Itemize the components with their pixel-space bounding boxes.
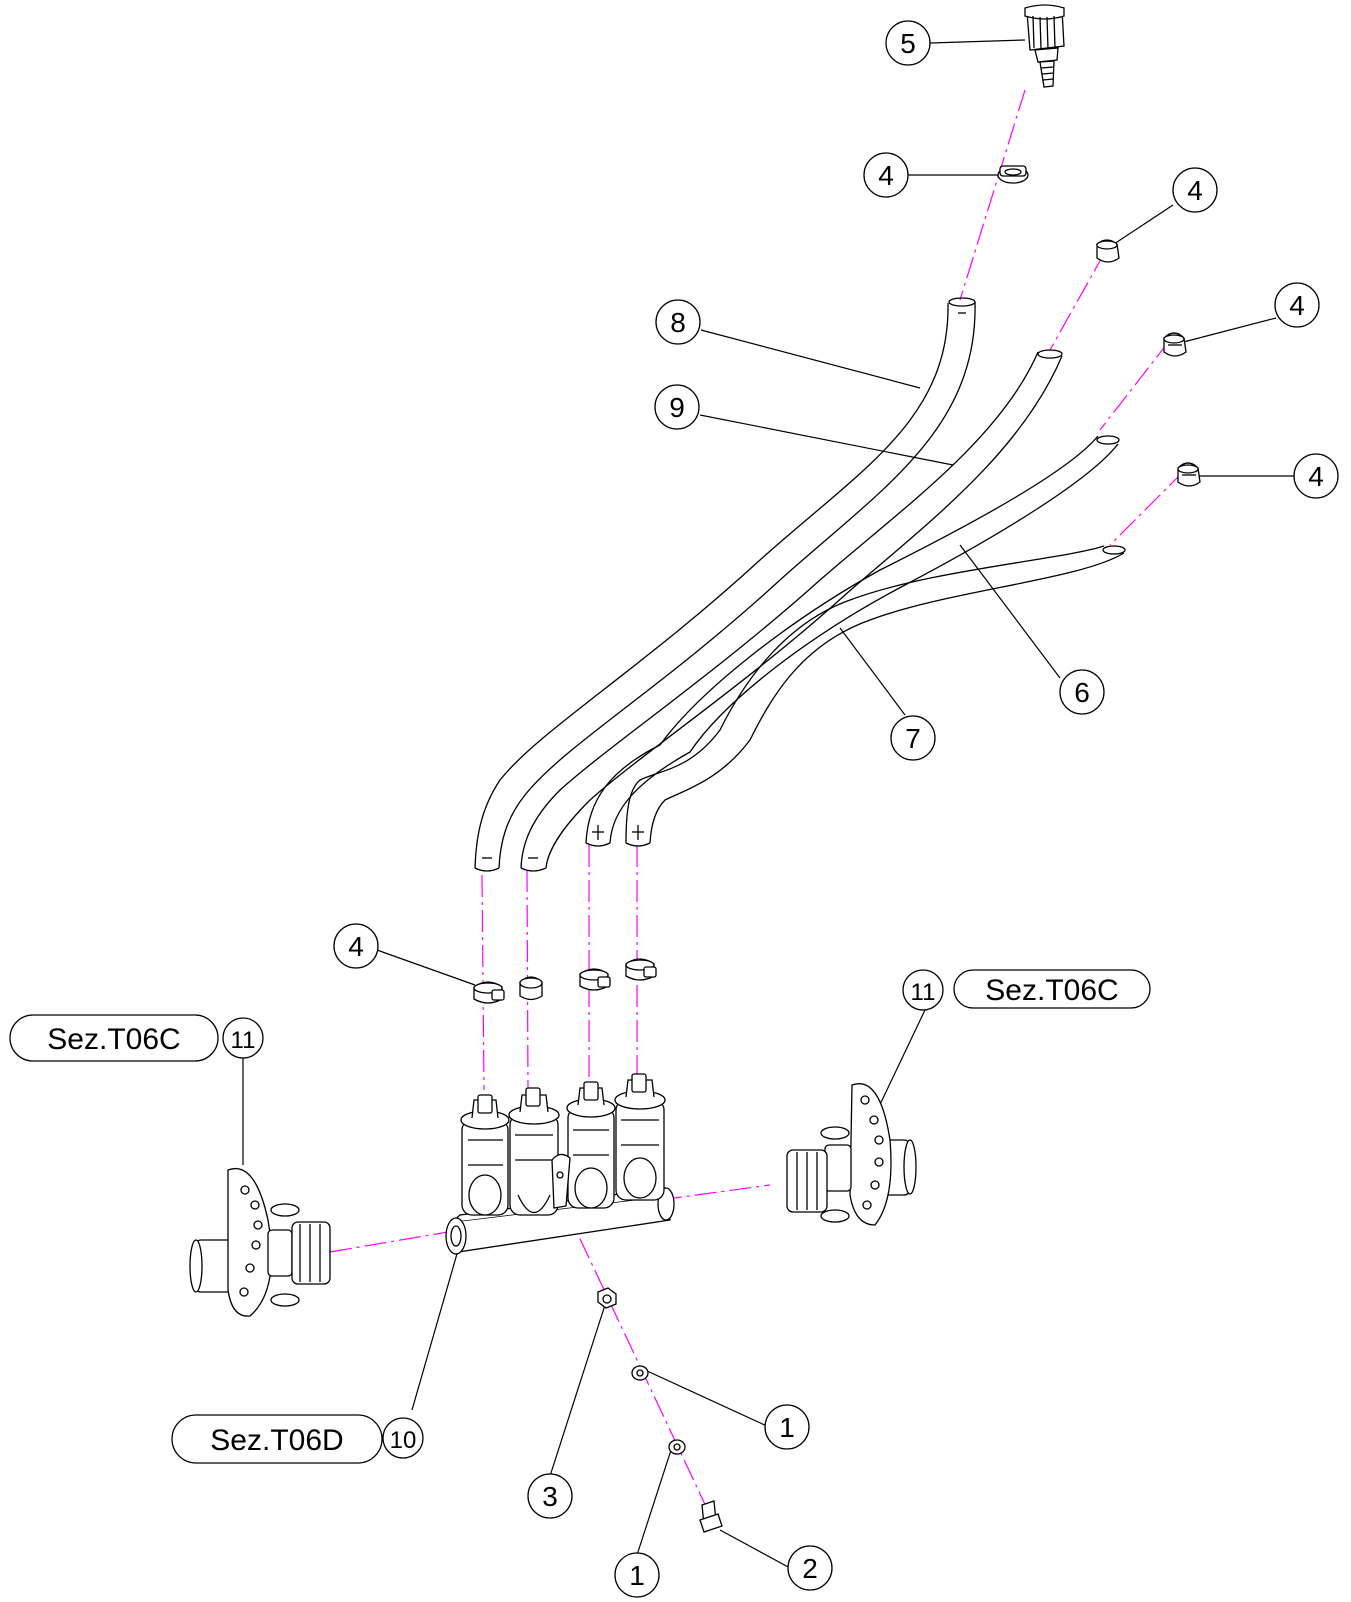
balloon-9-hose: 9 — [654, 384, 700, 430]
valve-manifold-drawing — [445, 1073, 675, 1255]
balloon-5-hose-nipple-ring-nut: 5 — [885, 20, 931, 66]
leader-6 — [959, 544, 1061, 679]
balloon-10-valve-manifold: 10 — [382, 1417, 424, 1459]
clamp-top — [997, 165, 1029, 184]
upper-clamps — [997, 165, 1201, 487]
balloon-8-hose: 8 — [655, 299, 701, 345]
leader-5 — [929, 39, 1026, 44]
hose-9 — [520, 349, 1063, 872]
section-reference-label: Sez.T06C — [985, 974, 1118, 1007]
balloon-label: 11 — [911, 979, 936, 1006]
centerlines — [329, 89, 1186, 1516]
leader-2 — [719, 1529, 791, 1569]
hose-7 — [625, 545, 1126, 847]
balloon-2-screw: 2 — [787, 1545, 833, 1591]
balloon-11-tank-fitting: 11 — [902, 969, 944, 1011]
balloon-3-nut: 3 — [527, 1473, 573, 1519]
balloon-4-hose-clamp: 4 — [1293, 453, 1339, 499]
balloon-label: 4 — [348, 931, 364, 962]
section-reference-ref-bottom: Sez.T06D — [171, 1414, 383, 1464]
centerline-top — [959, 89, 1026, 301]
reference-layer: Sez.T06C Sez.T06C Sez.T06D — [9, 969, 1151, 1464]
leader-1a — [644, 1369, 770, 1428]
clamp-lower-3 — [579, 968, 611, 991]
balloon-label: 6 — [1074, 677, 1090, 708]
centerline-clamp-c — [1099, 339, 1171, 431]
balloon-label: 4 — [1187, 175, 1203, 206]
centerline-right-fitting — [659, 1184, 771, 1201]
leader-11-right — [874, 1009, 926, 1116]
centerline-left-fitting — [329, 1229, 461, 1253]
balloon-7-hose: 7 — [890, 715, 936, 761]
leader-8 — [700, 329, 921, 389]
leader-lines — [242, 39, 1296, 1569]
balloon-1-washer: 1 — [614, 1552, 660, 1598]
centerline-clamp-d — [1109, 469, 1186, 546]
balloon-4-hose-clamp: 4 — [1172, 167, 1218, 213]
clamp-d — [1177, 462, 1201, 487]
clamp-b — [1096, 239, 1120, 263]
clamp-lower-1 — [473, 981, 505, 1004]
balloon-label: 9 — [669, 392, 685, 423]
hose-nipple-ring-nut-drawing — [1024, 4, 1065, 88]
valve-3 — [566, 1081, 616, 1209]
balloon-label: 7 — [905, 723, 921, 754]
screw-2 — [699, 1500, 723, 1533]
clamp-lower-4 — [625, 958, 657, 981]
balloon-1-washer: 1 — [764, 1404, 810, 1450]
hose-8 — [474, 297, 976, 872]
balloon-6-hose: 6 — [1059, 669, 1105, 715]
leader-9 — [699, 414, 954, 466]
washer-1b — [668, 1439, 686, 1455]
nut-3 — [597, 1287, 617, 1309]
valve-1 — [460, 1094, 510, 1216]
centerline-clamp-b — [1049, 251, 1106, 351]
leader-4e — [376, 949, 476, 986]
hose-6 — [585, 435, 1120, 847]
balloon-label: 10 — [390, 1427, 417, 1454]
balloon-label: 2 — [802, 1553, 818, 1584]
lower-clamps — [473, 958, 657, 1004]
leader-4c — [1171, 317, 1277, 346]
section-reference-ref-left: Sez.T06C — [9, 1014, 219, 1062]
balloon-label: 11 — [231, 1027, 256, 1054]
valve-2 — [508, 1087, 560, 1216]
balloon-label: 4 — [1289, 290, 1305, 321]
clamp-c — [1163, 332, 1187, 357]
balloon-label: 1 — [779, 1412, 795, 1443]
tank-fitting-left — [189, 1168, 331, 1317]
balloon-label: 4 — [878, 160, 894, 191]
leader-7 — [839, 627, 906, 716]
balloon-label: 1 — [629, 1560, 645, 1591]
section-reference-ref-right: Sez.T06C — [953, 969, 1151, 1009]
leader-10 — [411, 1225, 466, 1411]
leader-1b — [636, 1446, 673, 1556]
section-reference-label: Sez.T06C — [47, 1023, 180, 1056]
tank-fitting-right — [786, 1083, 917, 1226]
hoses — [474, 297, 1126, 872]
balloon-label: 3 — [542, 1481, 558, 1512]
hardware — [597, 1287, 723, 1533]
balloon-label: 8 — [670, 307, 686, 338]
washer-1a — [631, 1365, 649, 1381]
leader-3 — [549, 1304, 606, 1477]
balloon-11-tank-fitting: 11 — [222, 1017, 264, 1059]
section-reference-label: Sez.T06D — [210, 1424, 343, 1457]
balloon-label: 5 — [900, 28, 916, 59]
valve-4 — [614, 1073, 666, 1201]
balloon-4-hose-clamp: 4 — [863, 152, 909, 198]
balloon-label: 4 — [1308, 461, 1324, 492]
clamp-lower-2 — [519, 976, 543, 1001]
leader-4b — [1104, 204, 1174, 251]
balloon-4-hose-clamp: 4 — [333, 923, 379, 969]
balloon-4-hose-clamp: 4 — [1274, 282, 1320, 328]
